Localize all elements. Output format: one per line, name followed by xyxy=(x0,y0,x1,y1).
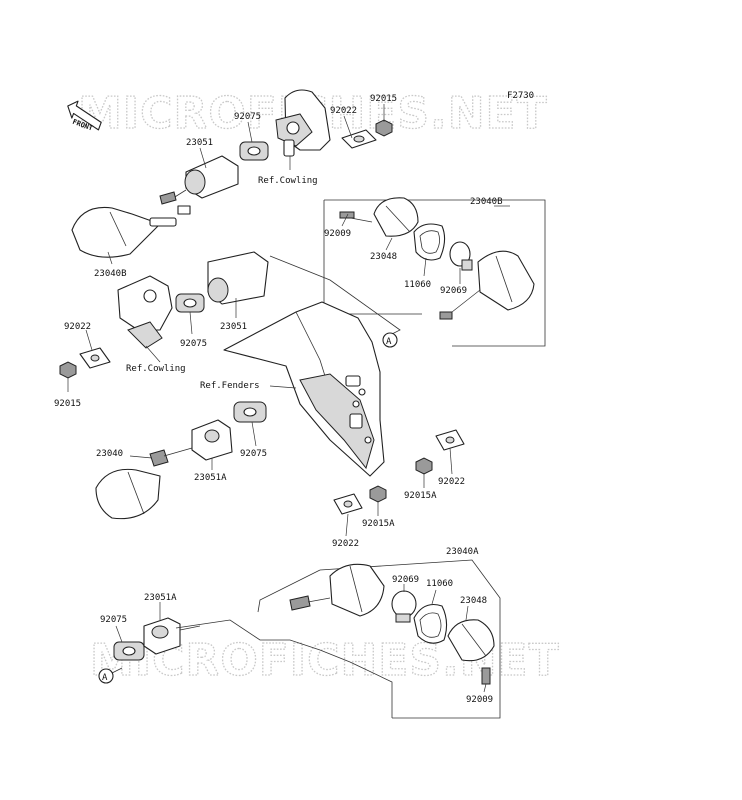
leader-lines xyxy=(67,104,510,693)
label-23040B-left: 23040B xyxy=(94,269,127,279)
socket-23051A-bottom xyxy=(143,617,201,655)
label-92022-mid-right: 92022 xyxy=(438,477,465,487)
socket-23051-top xyxy=(159,155,239,205)
kit-box-23040A xyxy=(257,559,501,719)
washer-92022-mid xyxy=(333,493,363,515)
grommet-92075-bottom xyxy=(113,641,145,661)
washer-92022-left xyxy=(79,347,111,369)
label-92069-bottom: 92069 xyxy=(392,575,419,585)
left-cowling-bracket xyxy=(117,275,173,349)
label-23048-bottom: 23048 xyxy=(460,596,487,606)
label-23051A-mid: 23051A xyxy=(194,473,227,483)
label-23051-left: 23051 xyxy=(220,322,247,332)
bulb-92069-bottom xyxy=(391,590,417,623)
label-92015-left: 92015 xyxy=(54,399,81,409)
label-11060-bottom: 11060 xyxy=(426,579,453,589)
bulb-92069-top xyxy=(449,241,473,271)
washer-92022-top xyxy=(341,129,377,149)
label-92009-bottom: 92009 xyxy=(466,695,493,705)
label-92075-left: 92075 xyxy=(180,339,207,349)
label-23040A-bottom: 23040A xyxy=(446,547,479,557)
figure-code: F2730 xyxy=(507,91,534,101)
label-92069-right: 92069 xyxy=(440,286,467,296)
label-ref-cowling-top: Ref.Cowling xyxy=(258,176,318,186)
svg-text:A: A xyxy=(102,673,108,683)
grommet-92075-mid xyxy=(233,401,267,423)
label-23048-right: 23048 xyxy=(370,252,397,262)
grommet-92075-top xyxy=(239,141,269,161)
label-11060-right: 11060 xyxy=(404,280,431,290)
turn-signal-23040B-right xyxy=(439,250,535,320)
lens-23048-top xyxy=(339,197,419,237)
label-92075-top: 92075 xyxy=(234,112,261,122)
nut-92015A-mid-right xyxy=(415,457,433,475)
label-ref-cowling-left: Ref.Cowling xyxy=(126,364,186,374)
washer-92022-mid-right xyxy=(435,429,465,451)
gasket-11060-bottom xyxy=(413,603,448,644)
turn-signal-23040B-left xyxy=(71,205,191,258)
label-92015A-mid: 92015A xyxy=(362,519,395,529)
label-ref-fenders: Ref.Fenders xyxy=(200,381,260,391)
ref-marker-a-top: A xyxy=(382,332,398,348)
label-92022-left: 92022 xyxy=(64,322,91,332)
label-23051-top: 23051 xyxy=(186,138,213,148)
nut-92015-left xyxy=(59,361,77,379)
svg-text:A: A xyxy=(386,337,392,347)
socket-23051A-mid xyxy=(191,419,233,461)
nut-92015-top xyxy=(375,119,393,137)
label-23040B-top: 23040B xyxy=(470,197,503,207)
nut-92015A-mid xyxy=(369,485,387,503)
gasket-11060-top xyxy=(413,223,446,261)
label-92015A-mid-right: 92015A xyxy=(404,491,437,501)
label-92009-right: 92009 xyxy=(324,229,351,239)
label-92015-top: 92015 xyxy=(370,94,397,104)
turn-signal-23040-mid xyxy=(95,447,193,520)
label-92022-mid: 92022 xyxy=(332,539,359,549)
label-23051A-bottom: 23051A xyxy=(144,593,177,603)
top-cowling-bracket xyxy=(275,89,331,157)
socket-23051-left xyxy=(207,251,269,305)
label-92022-top: 92022 xyxy=(330,106,357,116)
label-23040-left: 23040 xyxy=(96,449,123,459)
grommet-92075-left xyxy=(175,293,205,313)
ref-marker-a-bottom: A xyxy=(98,668,114,684)
turn-signal-23040A-bottom xyxy=(289,563,385,617)
label-92075-mid: 92075 xyxy=(240,449,267,459)
rear-fender xyxy=(223,301,385,477)
label-92075-bottom: 92075 xyxy=(100,615,127,625)
